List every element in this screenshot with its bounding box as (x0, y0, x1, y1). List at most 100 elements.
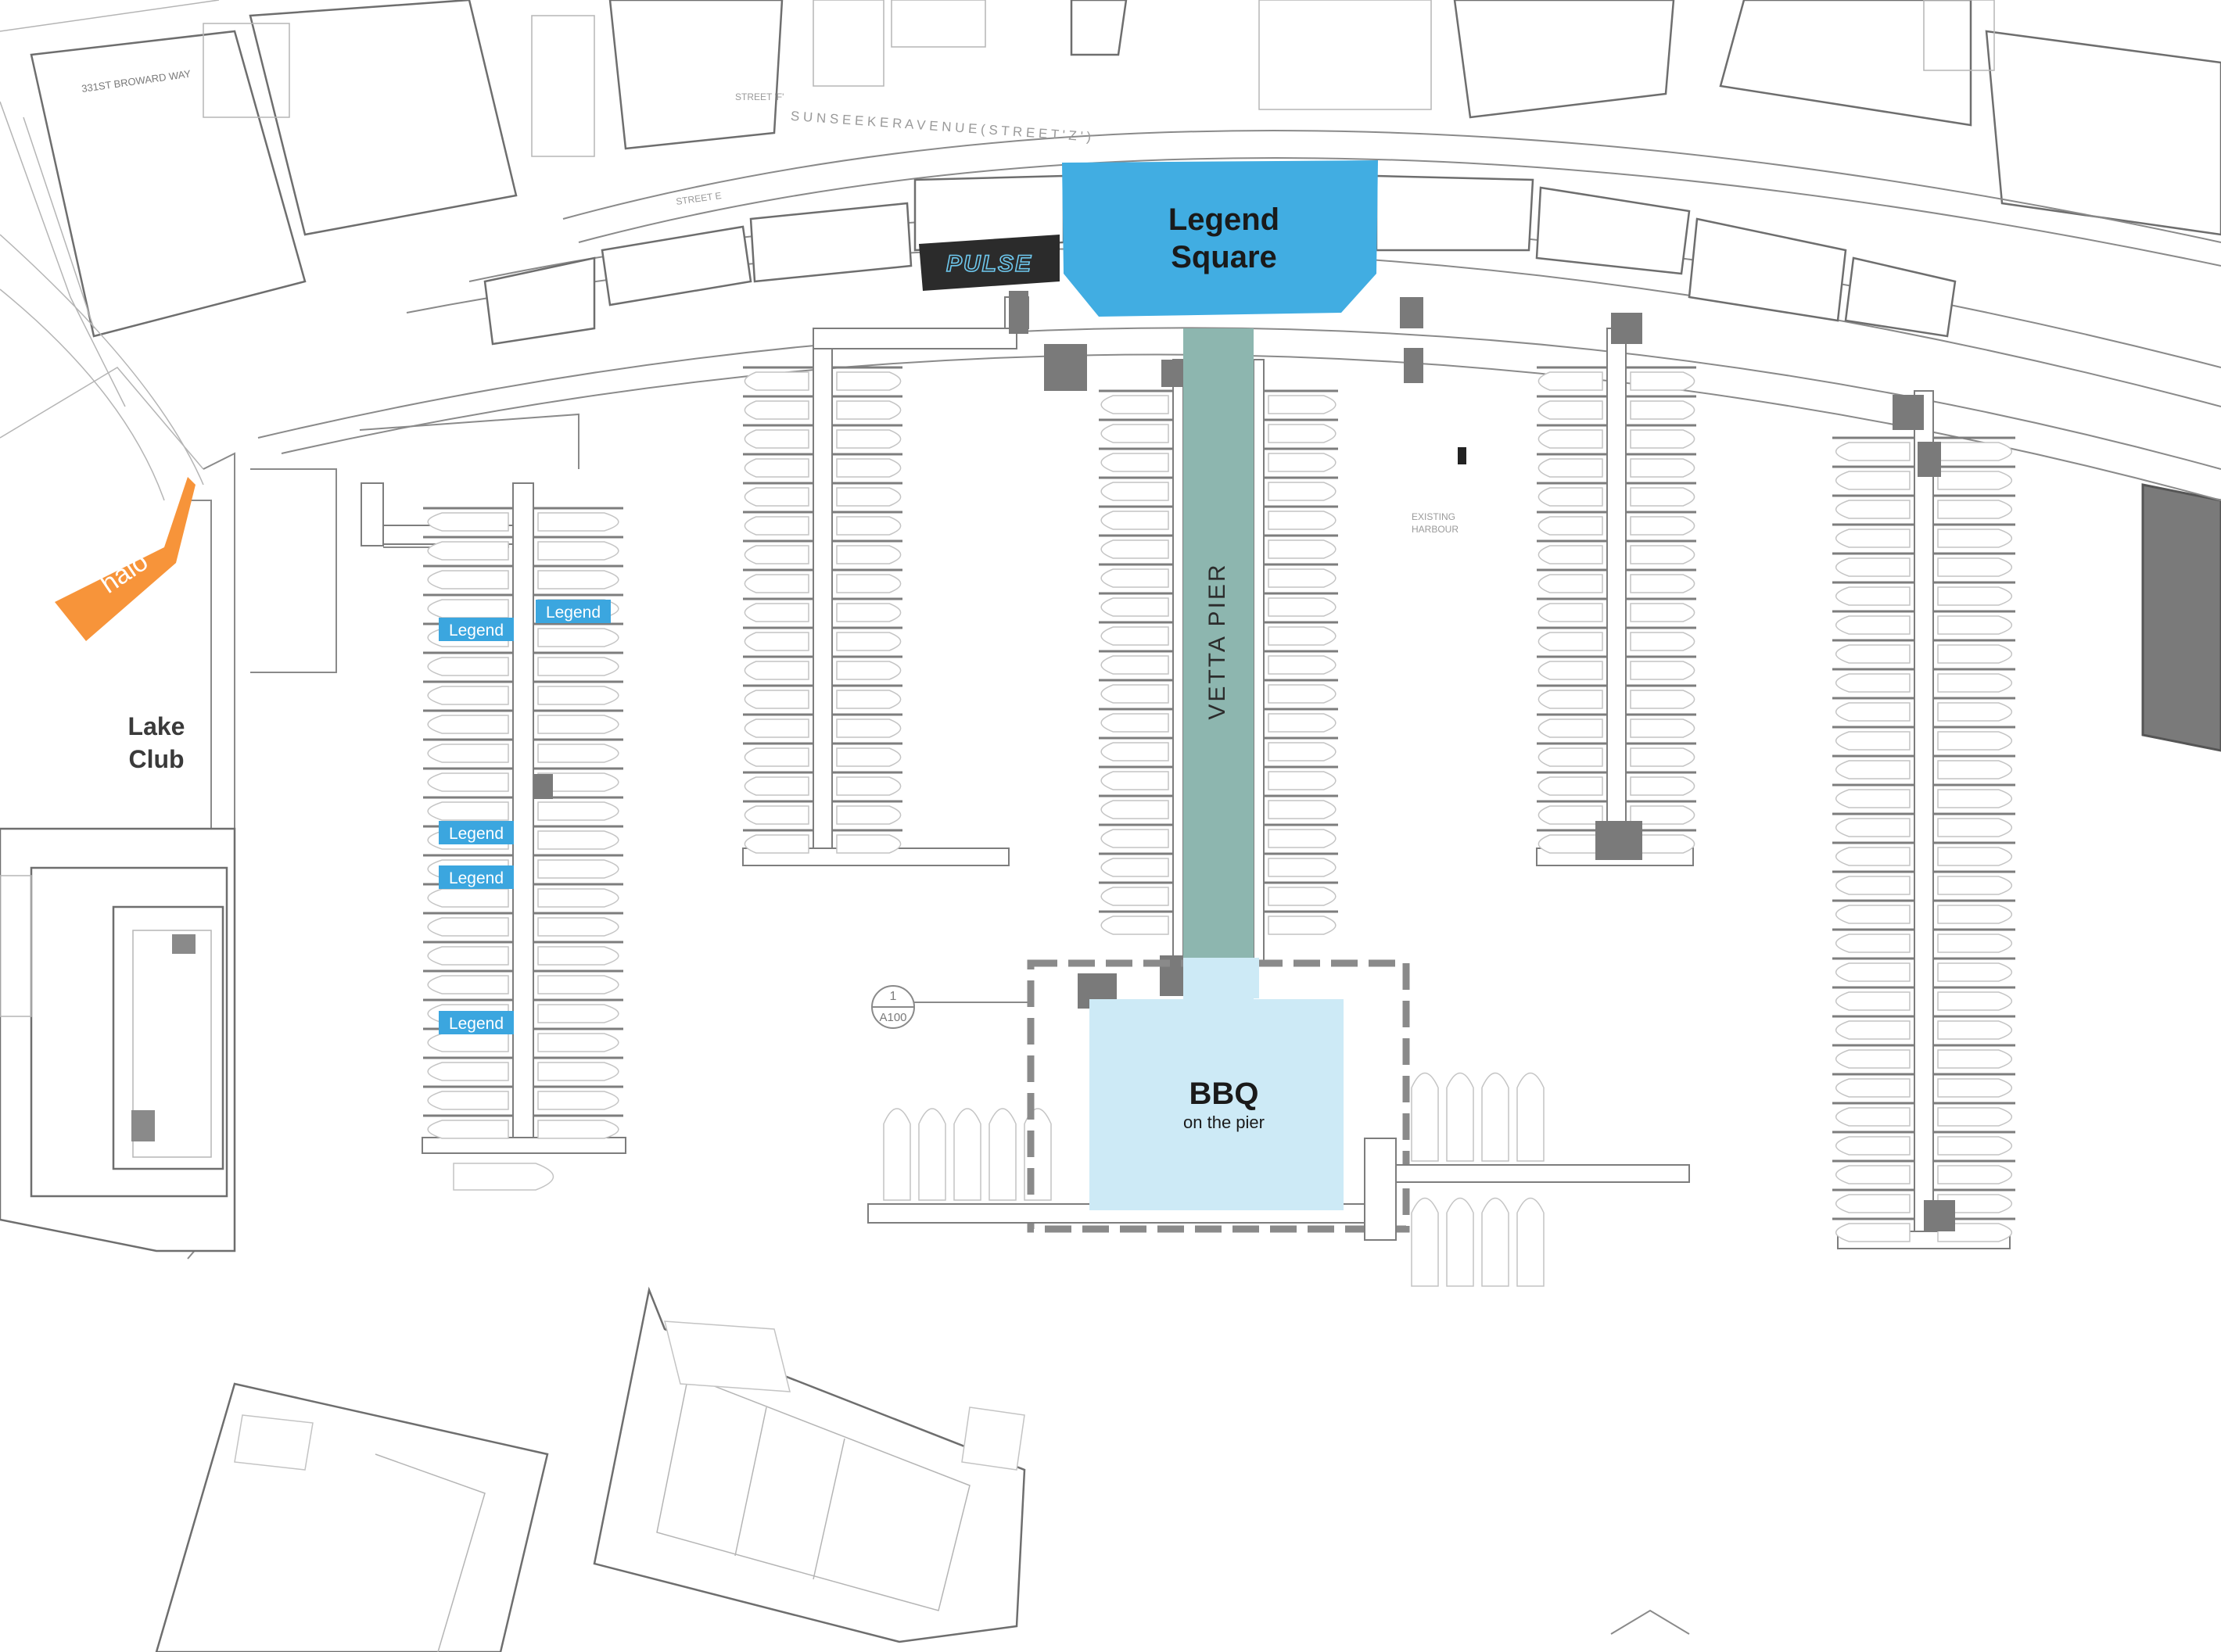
existing-harbour-line2: HARBOUR (1412, 524, 1459, 535)
boat-slip (1100, 511, 1169, 530)
boat-slip (1835, 760, 1911, 779)
left-dock (361, 482, 626, 1191)
boat-slip (1516, 1072, 1545, 1162)
boat-slip (744, 690, 809, 709)
boat-slip (1937, 1165, 2013, 1184)
boat-slip (427, 1062, 509, 1081)
boat-slip (1835, 934, 1911, 953)
boat-slip (1835, 1049, 1911, 1069)
lake-club-label-line2: Club (128, 745, 184, 773)
boat-slip (427, 917, 509, 937)
boat-slip (1100, 395, 1169, 414)
boat-slip (1268, 916, 1337, 935)
boat-slip (1835, 847, 1911, 866)
boat-slip (1937, 586, 2013, 606)
boat-slip (1630, 516, 1695, 536)
dock-utility-box (1161, 360, 1183, 387)
legend-tag[interactable]: Legend (439, 821, 514, 844)
legend-tag[interactable]: Legend (439, 618, 514, 641)
boat-slip (1516, 1197, 1545, 1287)
boat-slip (836, 516, 902, 536)
pulse-badge[interactable]: PULSE (919, 235, 1060, 291)
boat-slip (1937, 818, 2013, 837)
center-left-dock (742, 291, 1087, 866)
legend-square-label-line1: Legend (1168, 202, 1279, 237)
boat-slip (836, 400, 902, 420)
boat-slip (1630, 834, 1695, 854)
boat-slip (1835, 789, 1911, 808)
section-ref-number: 1 (890, 990, 897, 1003)
waterfront-buildings (483, 174, 2221, 752)
boat-slip (883, 1108, 911, 1201)
boat-slip (1268, 858, 1337, 877)
boat-slip (427, 1120, 509, 1139)
boat-slip (1537, 516, 1603, 536)
boat-slip (1100, 800, 1169, 819)
boat-slip (1630, 690, 1695, 709)
boat-slip (1937, 471, 2013, 490)
boat-slip (1835, 1078, 1911, 1098)
boat-slip (1537, 834, 1603, 854)
dock-walkway (813, 328, 1017, 349)
boat-slip (1630, 805, 1695, 825)
boat-slip (744, 516, 809, 536)
dock-utility-box (1404, 348, 1423, 383)
boat-slip (1630, 661, 1695, 680)
boat-slip (1835, 442, 1911, 461)
boat-slip (1268, 482, 1337, 501)
boat-slip (744, 603, 809, 622)
boat-slip (744, 458, 809, 478)
boat-slip (1937, 500, 2013, 519)
boat-slip (1411, 1197, 1439, 1287)
boat-slip (1537, 632, 1603, 651)
boat-slip (537, 859, 619, 879)
boat-slip (1937, 644, 2013, 664)
legend-tag[interactable]: Legend (439, 1011, 514, 1034)
boat-slip (1537, 400, 1603, 420)
boat-slip (989, 1108, 1017, 1201)
boat-slip (1835, 1165, 1911, 1184)
dock-walkway (422, 1137, 626, 1154)
boat-slip (1835, 586, 1911, 606)
boat-slip (1537, 458, 1603, 478)
boat-slip (537, 1033, 619, 1052)
dock-walkway (1172, 359, 1184, 962)
boat-slip (427, 541, 509, 561)
boat-slip (744, 371, 809, 391)
bbq-area[interactable]: BBQ on the pier (1089, 958, 1344, 1210)
boat-slip (1630, 574, 1695, 593)
boat-slip (1100, 482, 1169, 501)
boat-slip (537, 917, 619, 937)
boat-slip (836, 545, 902, 564)
boat-slip (1100, 453, 1169, 472)
dock-utility-box (1924, 1200, 1955, 1231)
legend-tag-label: Legend (449, 869, 504, 887)
boat-slip (427, 975, 509, 994)
halo-area[interactable]: hālō (55, 477, 196, 641)
boat-slip (836, 805, 902, 825)
boat-slip (1937, 1078, 2013, 1098)
section-reference-marker: 1 A100 (871, 985, 1031, 1029)
boat-slip (744, 747, 809, 767)
boat-slip (1537, 776, 1603, 796)
boat-slip (537, 888, 619, 908)
city-blocks (0, 0, 2221, 407)
boat-slip (1100, 568, 1169, 588)
boat-slip (1100, 829, 1169, 848)
boat-slip (1835, 1107, 1911, 1127)
dock-walkway (1914, 390, 1934, 1248)
vetta-pier[interactable]: VETTA PIER (1183, 328, 1254, 962)
boat-slip (1100, 771, 1169, 790)
dock-walkway (512, 482, 534, 1154)
boat-slip (1630, 747, 1695, 767)
boat-slip (744, 718, 809, 738)
legend-tag[interactable]: Legend (536, 600, 611, 623)
boat-slip (1937, 529, 2013, 548)
vetta-pier-label: VETTA PIER (1204, 562, 1230, 719)
legend-tag[interactable]: Legend (439, 865, 514, 889)
boat-slip (1937, 1020, 2013, 1040)
boat-slip (1537, 574, 1603, 593)
boat-slip (1630, 603, 1695, 622)
legend-square[interactable]: Legend Square (1062, 160, 1378, 317)
boat-slip (1937, 760, 2013, 779)
